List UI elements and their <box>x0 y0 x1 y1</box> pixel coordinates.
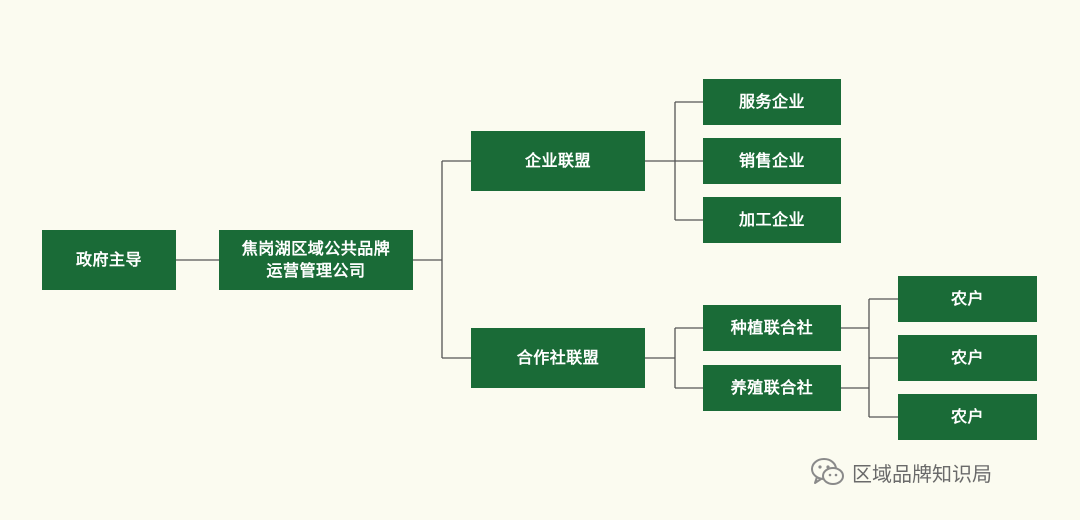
node-farmer-2-label: 农户 <box>950 348 984 367</box>
node-enterprise-alliance: 企业联盟 <box>471 131 645 191</box>
node-enterprise-alliance-label: 企业联盟 <box>524 151 591 170</box>
node-coop-alliance: 合作社联盟 <box>471 328 645 388</box>
node-breeding-coop-label: 养殖联合社 <box>730 378 814 397</box>
node-sales-enterprise: 销售企业 <box>703 138 841 184</box>
node-planting-coop: 种植联合社 <box>703 305 841 351</box>
node-farmer-3: 农户 <box>898 394 1037 440</box>
node-service-enterprise-label: 服务企业 <box>738 92 805 111</box>
watermark-text: 区域品牌知识局 <box>852 461 992 486</box>
node-processing-enterprise-label: 加工企业 <box>738 210 805 229</box>
node-service-enterprise: 服务企业 <box>703 79 841 125</box>
node-farmer-2: 农户 <box>898 335 1037 381</box>
node-farmer-1: 农户 <box>898 276 1037 322</box>
node-company-line2: 运营管理公司 <box>266 261 366 280</box>
wechat-icon <box>811 458 844 485</box>
node-operating-company: 焦岗湖区域公共品牌 运营管理公司 <box>219 230 413 290</box>
node-processing-enterprise: 加工企业 <box>703 197 841 243</box>
node-gov-label: 政府主导 <box>75 250 142 269</box>
node-breeding-coop: 养殖联合社 <box>703 365 841 411</box>
node-sales-enterprise-label: 销售企业 <box>738 151 805 170</box>
node-gov: 政府主导 <box>42 230 176 290</box>
watermark: 区域品牌知识局 <box>808 452 992 492</box>
node-farmer-3-label: 农户 <box>950 407 984 426</box>
node-company-line1: 焦岗湖区域公共品牌 <box>241 239 391 258</box>
node-coop-alliance-label: 合作社联盟 <box>516 348 600 367</box>
node-planting-coop-label: 种植联合社 <box>730 318 814 337</box>
node-farmer-1-label: 农户 <box>950 289 984 308</box>
